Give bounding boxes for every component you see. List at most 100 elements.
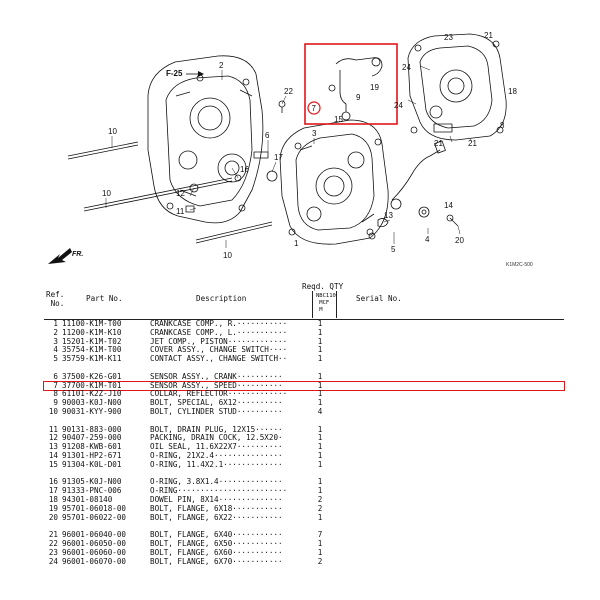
ref-no-cell: 20	[48, 512, 58, 522]
ref-no-cell: 22	[48, 538, 58, 548]
callout-11: 11	[176, 207, 185, 216]
part-no-cell: 96001-06060-00	[62, 547, 127, 557]
description-cell: CONTACT ASSY., CHANGE SWITCH··	[150, 355, 288, 364]
description-cell: BOLT, CYLINDER STUD··········	[150, 407, 283, 416]
part-no-cell: 90003-K0J-N00	[62, 398, 122, 408]
callout-5: 5	[391, 245, 396, 254]
diagram-canvas: F-25 FR. K1M2C-500 10 10 10 2 22 6 17 12…	[48, 31, 533, 268]
ref-no-cell: 19	[48, 503, 58, 513]
description-cell: OIL SEAL, 11.6X22X7··········	[150, 443, 283, 452]
callout-20: 20	[455, 236, 464, 245]
description-cell: COVER ASSY., CHANGE SWITCH····	[150, 346, 288, 355]
callout-19: 19	[370, 83, 379, 92]
description-cell: BOLT, FLANGE, 6X50···········	[150, 539, 283, 548]
part-no-cell: 90031-KYY-900	[62, 406, 122, 416]
header-ref-no: Ref. No.	[46, 290, 65, 308]
qty-cell: 1	[317, 442, 323, 452]
part-no-cell: 91208-KWB-601	[62, 442, 122, 452]
header-divider	[336, 291, 337, 318]
part-no-cell: 11100-K1M-T00	[62, 319, 122, 328]
ref-no-cell: 23	[48, 547, 58, 557]
qty-cell: 4	[317, 406, 323, 416]
ref-no-cell: 14	[48, 450, 58, 460]
crank-sensor-part	[390, 140, 446, 210]
ref-no-cell: 18	[48, 494, 58, 504]
header-reqd-qty: Reqd. QTY	[302, 282, 344, 291]
callout-24: 24	[394, 101, 403, 110]
highlight-box	[304, 43, 398, 125]
ref-no-cell: 8	[53, 389, 58, 399]
part-no-cell: 37500-K26-G01	[62, 371, 122, 381]
ref-no-cell: 3	[53, 336, 58, 346]
callout-7: 7	[312, 104, 317, 113]
description-cell: DOWEL PIN, 8X14··············	[150, 495, 283, 504]
description-cell: O-RING, 11.4X2.1·············	[150, 460, 283, 469]
callout-21: 21	[434, 139, 443, 148]
fig-ref-label: F-25	[166, 69, 183, 78]
part-no-cell: 90131-883-000	[62, 424, 122, 434]
ref-no-cell: 10	[48, 406, 58, 416]
ref-no-cell: 6	[53, 371, 58, 381]
qty-cell: 2	[317, 503, 323, 513]
description-cell: COLLAR, REFLECTOR·············	[150, 390, 288, 399]
callout-9: 9	[356, 93, 361, 102]
description-cell: O-RING, 3.8X1.4··············	[150, 478, 283, 487]
qty-cell: 1	[317, 424, 323, 434]
header-serial-no: Serial No.	[356, 294, 402, 303]
qty-cell: 1	[317, 486, 323, 496]
description-cell: BOLT, FLANGE, 6X22···········	[150, 513, 283, 522]
ref-no-cell: 12	[48, 433, 58, 443]
qty-cell: 1	[317, 389, 323, 399]
qty-cell: 1	[317, 538, 323, 548]
description-cell: BOLT, DRAIN PLUG, 12X15······	[150, 425, 283, 434]
ref-no-cell: 7	[53, 380, 58, 390]
qty-cell: 1	[317, 354, 323, 364]
qty-cell: 1	[317, 327, 323, 337]
cylinder-studs	[67, 141, 273, 244]
part-no-cell: 94301-08140	[62, 494, 113, 504]
ref-no-cell: 17	[48, 486, 58, 496]
description-cell: BOLT, FLANGE, 6X60···········	[150, 548, 283, 557]
crankcase-right	[279, 119, 389, 245]
header-description: Description	[196, 294, 247, 303]
ref-no-cell: 5	[53, 354, 58, 364]
ref-no-cell: 9	[53, 398, 58, 408]
qty-cell: 1	[317, 547, 323, 557]
table-row: 10 90031-KYY-900 BOLT, CYLINDER STUD······…	[44, 406, 564, 417]
description-cell: JET COMP., PISTON·············	[150, 337, 288, 346]
description-cell: CRANKCASE COMP., R.···········	[150, 320, 288, 328]
header-model: NBC110 MCF M	[316, 293, 336, 313]
ref-no-cell: 16	[48, 477, 58, 487]
callout-23: 23	[444, 33, 453, 42]
header-part-no: Part No.	[86, 294, 123, 303]
qty-cell: 1	[317, 512, 323, 522]
figure-reference: F-25	[166, 69, 204, 78]
callout-21: 21	[484, 31, 493, 40]
qty-cell: 1	[317, 459, 323, 469]
crankcase-left	[147, 55, 264, 224]
front-arrow-icon	[48, 248, 72, 264]
ref-no-cell: 4	[53, 345, 58, 355]
part-no-cell: 95701-06022-00	[62, 512, 127, 522]
crankcase-right-top	[407, 33, 507, 141]
part-no-cell: 37700-K1M-T01	[62, 380, 122, 390]
qty-cell: 2	[317, 556, 323, 566]
callout-21: 21	[468, 139, 477, 148]
qty-cell: 1	[317, 450, 323, 460]
parts-table: Ref. No. Part No. Description Reqd. QTY …	[43, 282, 565, 566]
description-cell: CRANKCASE COMP., L.···········	[150, 328, 288, 337]
part-no-cell: 91333-PNC-006	[62, 486, 122, 496]
ref-no-cell: 24	[48, 556, 58, 566]
part-no-cell: 91304-K0L-D01	[62, 459, 122, 469]
description-cell: BOLT, SPECIAL, 6X12··········	[150, 399, 283, 408]
description-cell: BOLT, FLANGE, 6X18···········	[150, 504, 283, 513]
qty-cell: 1	[317, 433, 323, 443]
